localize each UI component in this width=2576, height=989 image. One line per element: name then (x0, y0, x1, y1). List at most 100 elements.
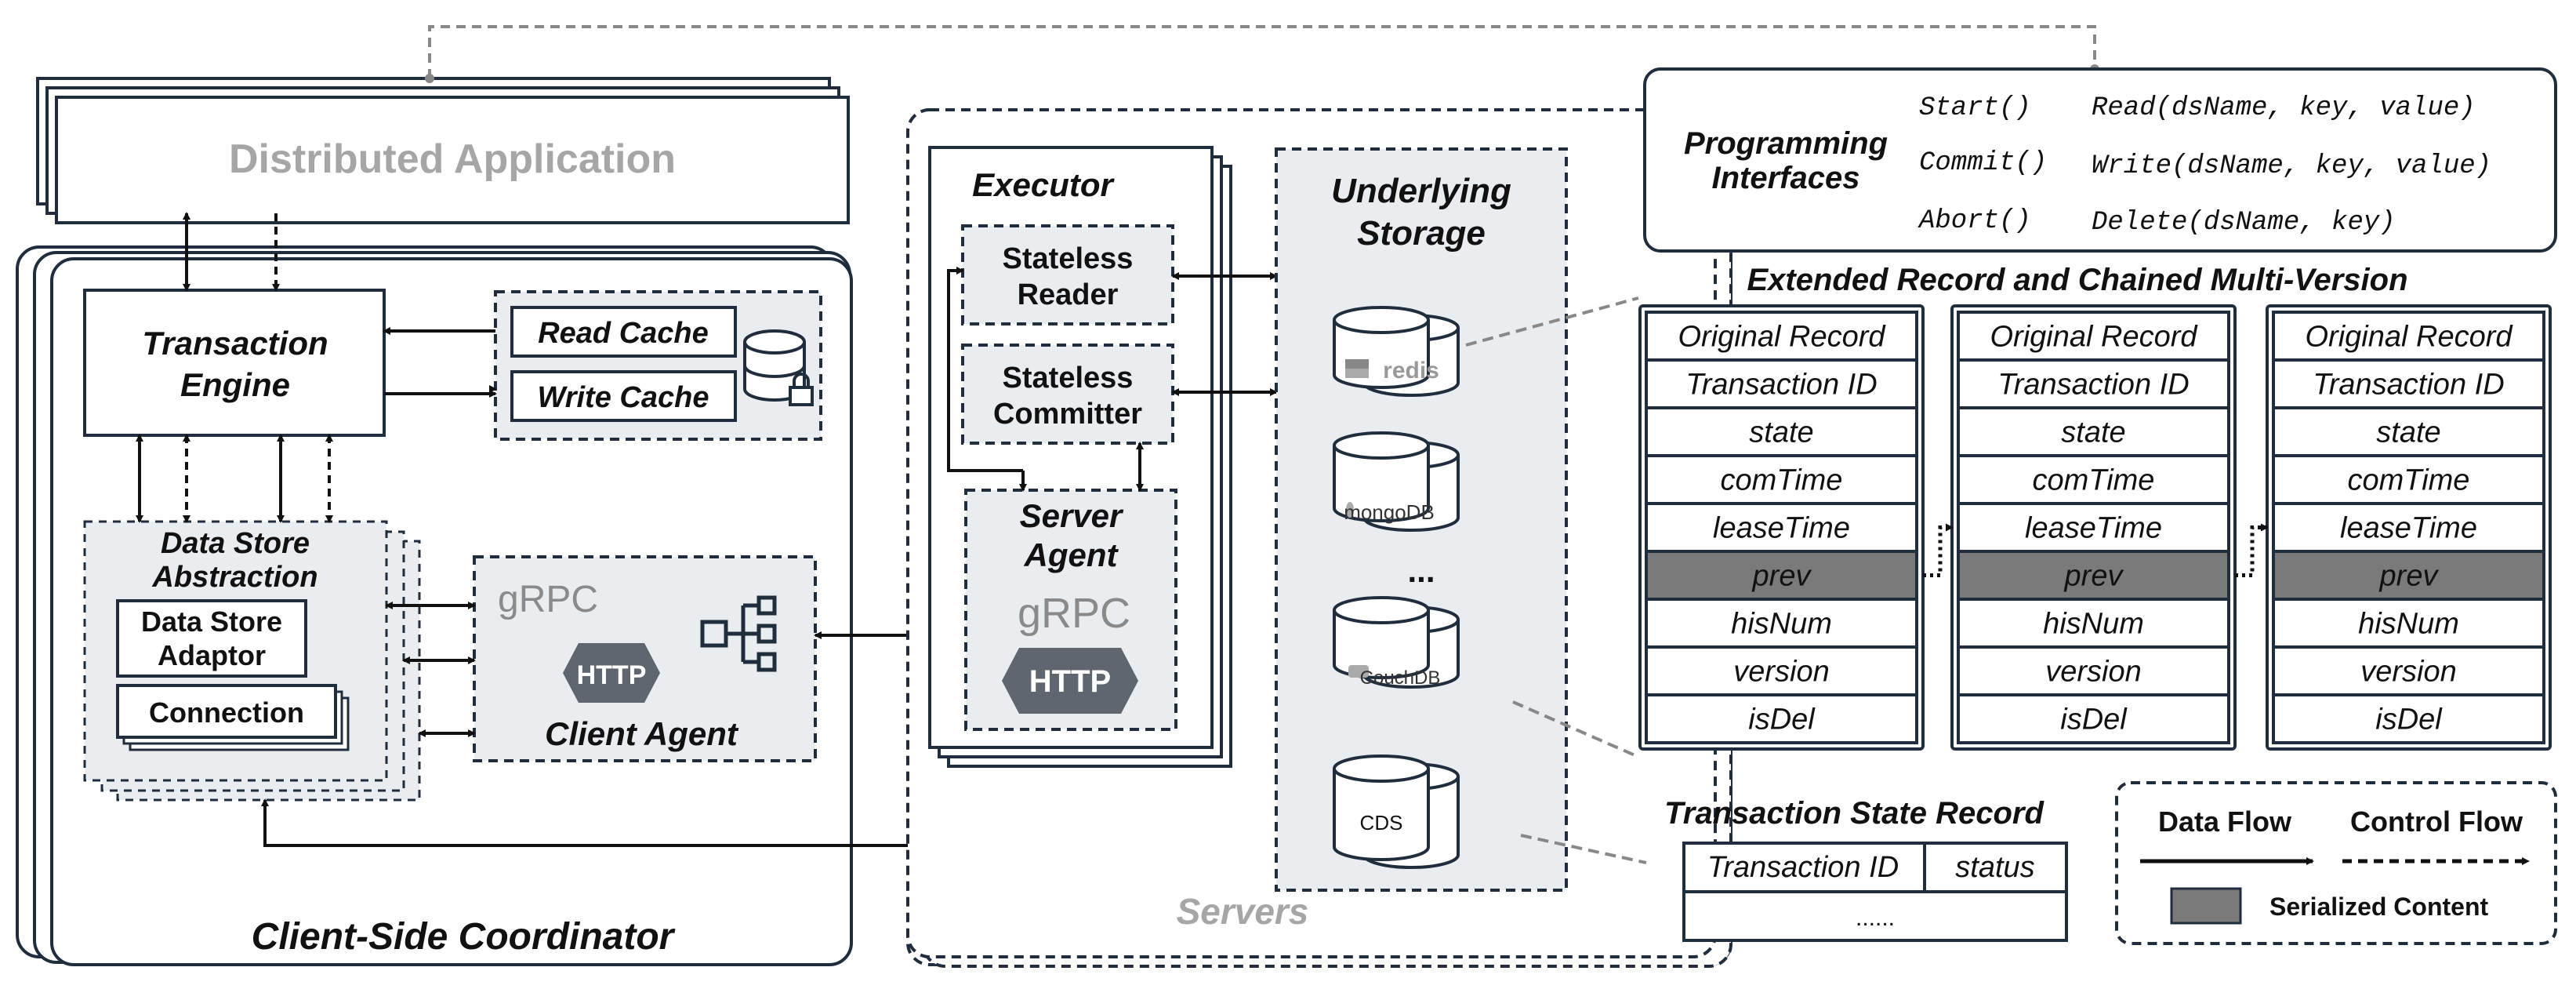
data-store-adaptor-label-2: Adaptor (158, 639, 266, 671)
server-agent-label-2: Agent (1024, 536, 1119, 573)
server-http-label: HTTP (1029, 664, 1111, 699)
legend: Data Flow Control Flow Serialized Conten… (2115, 781, 2557, 945)
distributed-application: Distributed Application (36, 77, 850, 224)
transaction-engine-label-1: Transaction (142, 325, 328, 362)
record-field-cell (2272, 645, 2545, 696)
programming-interfaces-label-2: Interfaces (1712, 161, 1860, 195)
record-field-cell (2272, 454, 2545, 505)
record-field-label: comTime (1721, 464, 1843, 497)
api-abort: Abort() (1917, 206, 2031, 236)
record-field-cell (1645, 645, 1918, 696)
record-field-label: isDel (2375, 704, 2443, 736)
record-field-label: state (1749, 416, 1813, 449)
record-field-label: prev (2064, 560, 2124, 593)
record-field-cell (1957, 550, 2230, 601)
stateless-reader-label-2: Reader (1018, 278, 1119, 311)
store-redis: redis (1333, 306, 1460, 397)
record-field-cell (1645, 693, 1918, 744)
server-grpc-label: gRPC (1018, 590, 1130, 637)
transaction-state-record: Transaction State Record Transaction ID … (1664, 796, 2068, 942)
legend-serialized-label: Serialized Content (2269, 893, 2489, 921)
store-couchdb: CouchDB (1333, 596, 1460, 689)
record-field-label: Transaction ID (1997, 369, 2189, 402)
record-field-label: state (2376, 416, 2440, 449)
programming-interfaces: Programming Interfaces Start() Commit() … (1643, 67, 2557, 253)
store-redis-label: redis (1383, 358, 1439, 384)
record-field-label: Original Record (2306, 321, 2514, 354)
store-cds-label: CDS (1360, 811, 1403, 834)
record-field-cell (2272, 358, 2545, 409)
record-field-label: state (2061, 416, 2125, 449)
network-hub-icon (700, 595, 777, 672)
api-delete: Delete(dsName, key) (2092, 208, 2396, 238)
record-field-cell (2272, 311, 2545, 362)
legend-data-flow-label: Data Flow (2158, 805, 2292, 838)
record-field-label: leaseTime (2025, 512, 2162, 545)
transaction-engine-label-2: Engine (180, 366, 290, 403)
record-field-cell (2272, 502, 2545, 553)
data-store-adaptor-label-1: Data Store (141, 605, 282, 638)
record-field-label: hisNum (1731, 608, 1832, 641)
store-couchdb-label: CouchDB (1360, 667, 1441, 689)
record-field-label: hisNum (2358, 608, 2459, 641)
client-agent: gRPC HTTP Client Agent (473, 555, 817, 762)
record-field-label: leaseTime (2340, 512, 2477, 545)
record-field-label: version (2045, 656, 2142, 689)
transaction-state-record-title: Transaction State Record (1664, 796, 2044, 831)
storage-to-record-connectors (1465, 296, 1647, 864)
record-field-label: prev (2379, 560, 2440, 593)
stateless-reader-label-1: Stateless (1003, 242, 1134, 275)
transaction-engine: Transaction Engine (83, 289, 386, 437)
tsr-col-transaction-id: Transaction ID (1707, 851, 1899, 884)
distributed-application-label: Distributed Application (229, 136, 676, 182)
record-field-label: comTime (2348, 464, 2470, 497)
client-agent-label: Client Agent (545, 715, 739, 752)
record-field-cell (2272, 550, 2545, 601)
record-field-label: comTime (2033, 464, 2155, 497)
api-commit: Commit() (1919, 148, 2047, 178)
api-write: Write(dsName, key, value) (2092, 151, 2491, 181)
record-field-label: hisNum (2043, 608, 2144, 641)
store-cds: CDS (1333, 754, 1460, 869)
record-field-label: leaseTime (1713, 512, 1850, 545)
database-icon (743, 329, 814, 406)
connection-label: Connection (149, 696, 304, 729)
version-chain-arrow (1923, 523, 1954, 577)
tsr-row: ...... (1856, 905, 1895, 931)
data-store-abstraction-label-2: Abstraction (151, 561, 317, 594)
api-read: Read(dsName, key, value) (2092, 93, 2476, 123)
record-field-cell (1957, 693, 2230, 744)
server-http-badge: HTTP (1002, 648, 1138, 714)
record-field-label: Original Record (1990, 321, 2199, 354)
client-grpc-label: gRPC (498, 579, 598, 620)
record-field-cell (1957, 502, 2230, 553)
write-cache-label: Write Cache (538, 381, 709, 414)
record-field-label: prev (1752, 560, 1812, 593)
read-cache-label: Read Cache (538, 317, 709, 350)
cache-panel: Read Cache Write Cache (494, 290, 822, 441)
stateless-committer-label-1: Stateless (1003, 362, 1134, 395)
record-field-label: isDel (2060, 704, 2128, 736)
client-side-coordinator-title: Client-Side Coordinator (252, 916, 676, 958)
record-field-label: isDel (1748, 704, 1816, 736)
record-field-cell (1645, 598, 1918, 649)
store-mongodb: mongoDB (1333, 431, 1460, 532)
underlying-storage-label-2: Storage (1357, 214, 1486, 253)
record-field-label: version (1733, 656, 1830, 689)
record-field-label: Transaction ID (2313, 369, 2504, 402)
legend-control-flow-label: Control Flow (2350, 805, 2523, 838)
data-store-abstraction: Data Store Abstraction Data Store Adapto… (83, 520, 421, 802)
record-field-label: Transaction ID (1685, 369, 1877, 402)
record-field-cell (1957, 645, 2230, 696)
extended-record-title: Extended Record and Chained Multi-Versio… (1747, 263, 2407, 297)
legend-serialized-swatch (2170, 887, 2242, 925)
version-chain-arrow (2235, 523, 2269, 577)
storage-ellipsis: ... (1407, 552, 1435, 589)
record-field-label: Original Record (1678, 321, 1887, 354)
servers-title: Servers (1177, 891, 1309, 932)
record-field-cell (1957, 358, 2230, 409)
record-field-cell (1957, 454, 2230, 505)
